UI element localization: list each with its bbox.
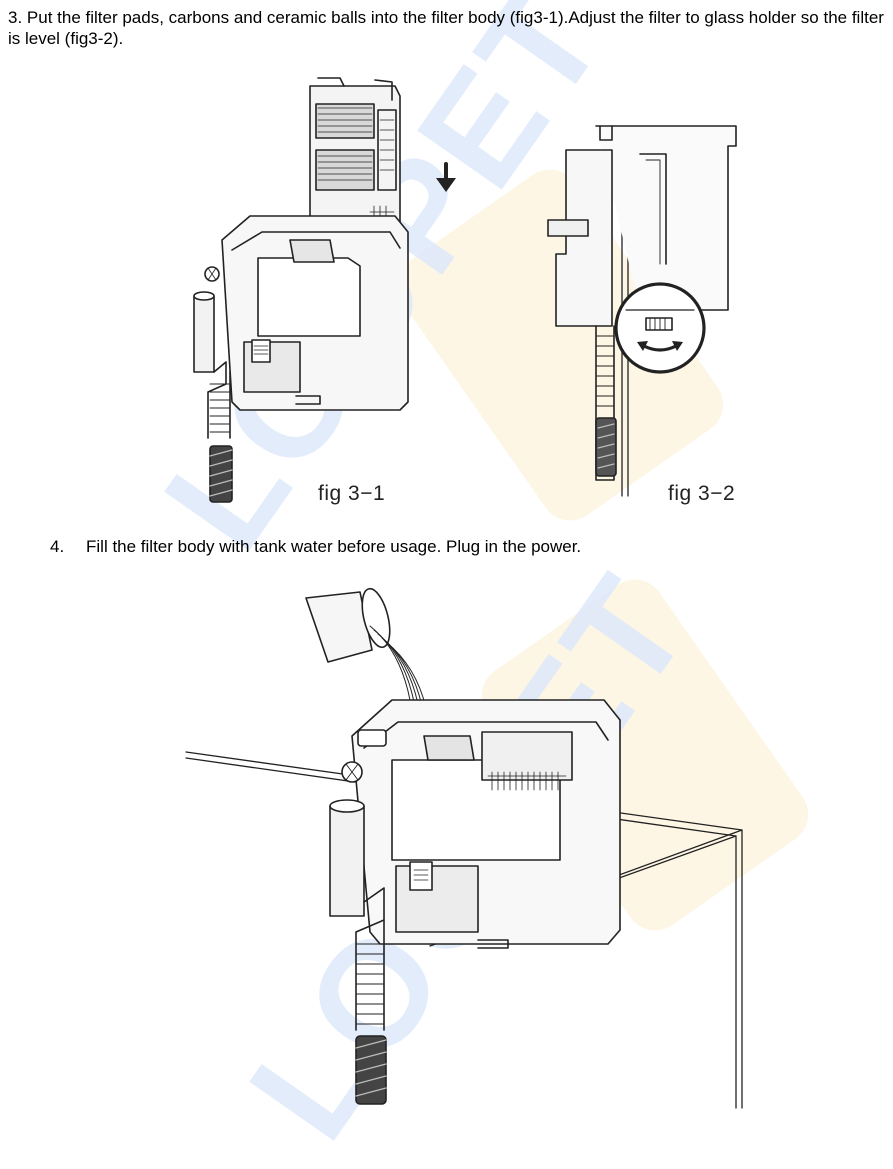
filter-body-drawing xyxy=(193,215,409,503)
rotate-arrow-icon xyxy=(637,341,683,352)
fig-3-2-illustration xyxy=(547,125,737,497)
down-arrow-icon xyxy=(436,162,456,192)
filter-body-large-drawing xyxy=(329,699,621,1105)
media-cartridge-drawing xyxy=(309,77,401,229)
fig-4-illustration xyxy=(185,587,743,1109)
step-4-text: Fill the filter body with tank water bef… xyxy=(86,537,582,556)
step-3-instruction: 3. Put the filter pads, carbons and cera… xyxy=(8,8,884,48)
fig-3-2-caption: fig 3−2 xyxy=(668,482,736,505)
illustrations xyxy=(185,77,743,1109)
step-4-instruction: 4. Fill the filter body with tank water b… xyxy=(50,536,870,557)
water-cup-drawing xyxy=(305,587,391,663)
fig-3-1-illustration xyxy=(193,77,456,503)
step-4-number: 4. xyxy=(50,537,65,556)
fig-3-1-caption: fig 3−1 xyxy=(318,482,386,505)
